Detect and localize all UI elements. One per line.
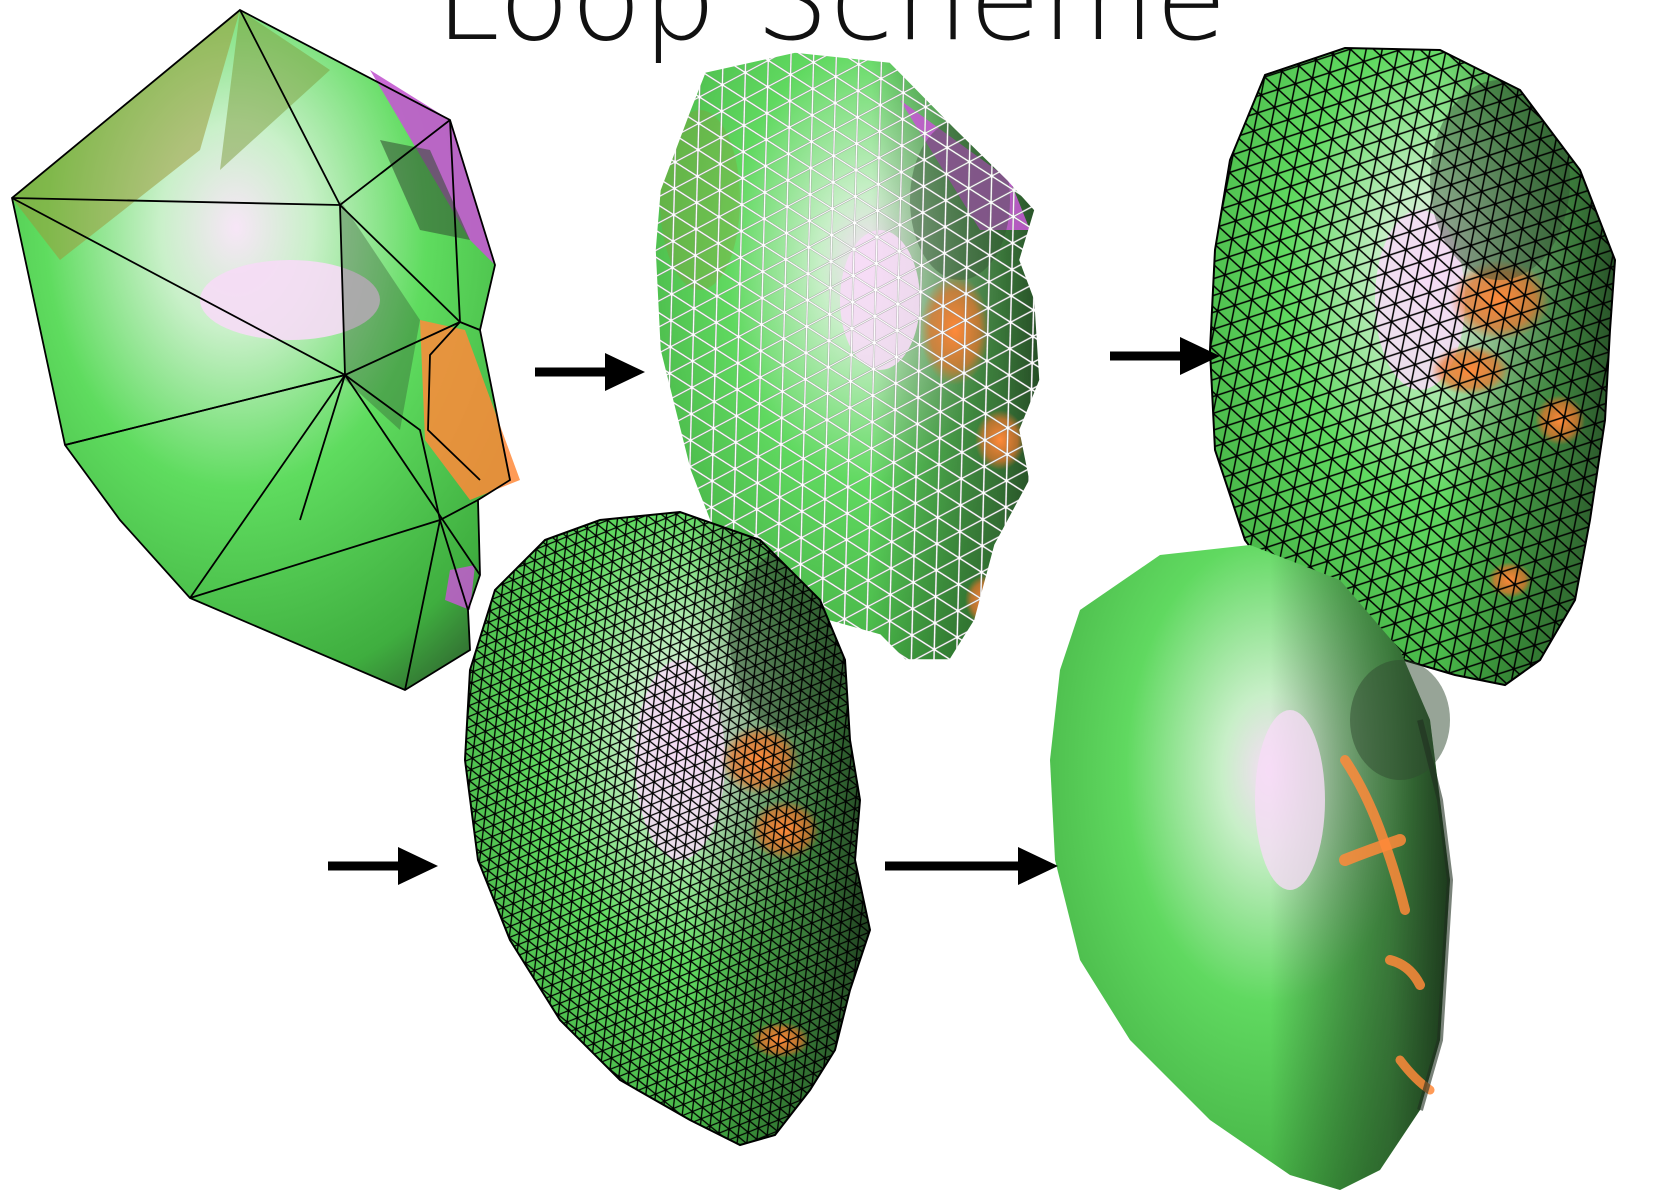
subdivision-level-3-head <box>464 511 871 1146</box>
arrow-3 <box>328 847 438 885</box>
subdivision-level-2-head <box>1209 47 1616 686</box>
arrow-1 <box>535 353 645 391</box>
limit-surface-head <box>1050 545 1454 1190</box>
control-mesh-head <box>11 8 520 692</box>
figure-title: Loop Scheme <box>0 0 1663 58</box>
arrow-4 <box>885 847 1058 885</box>
arrow-2 <box>1110 337 1220 375</box>
